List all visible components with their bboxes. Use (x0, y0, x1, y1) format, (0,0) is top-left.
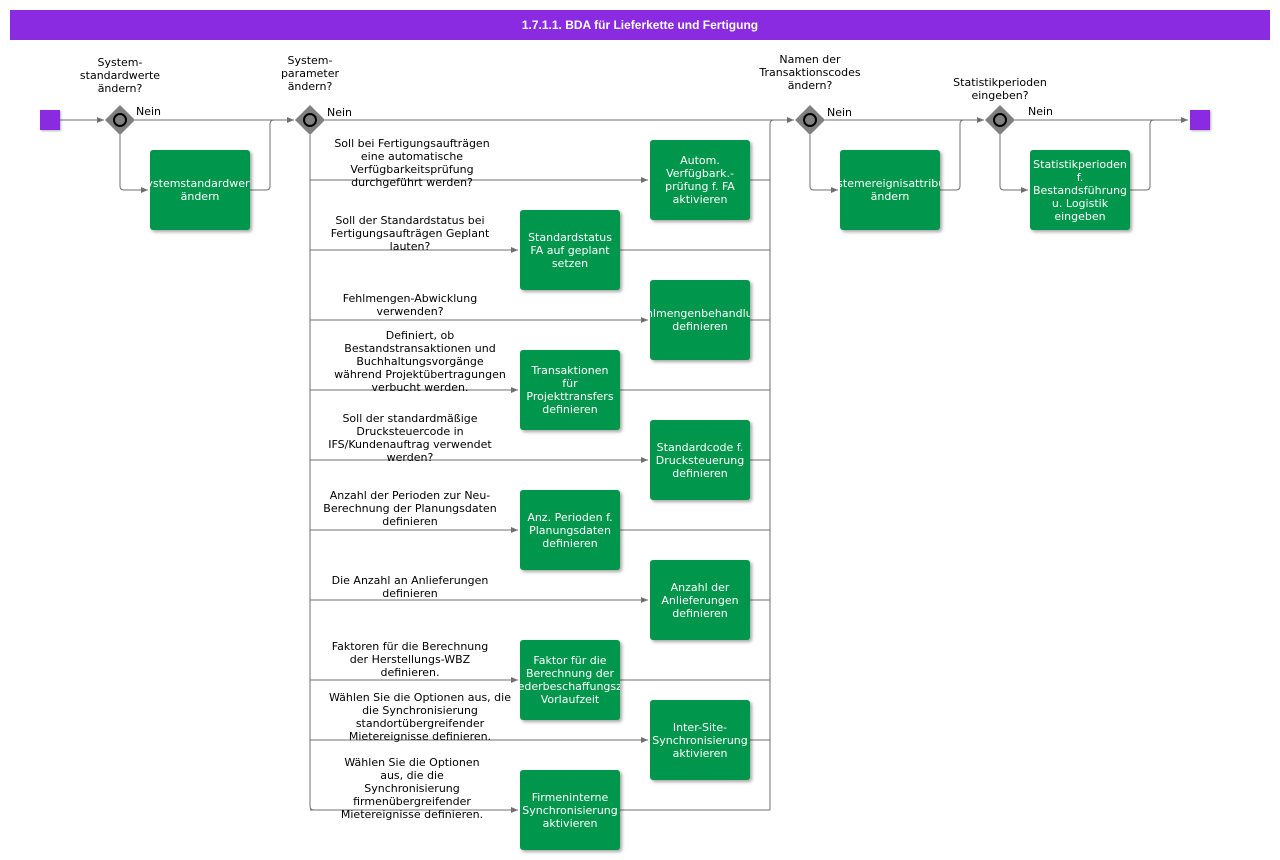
task-faktor-wiederbeschaffungszeit[interactable]: Faktor für die Berechnung der Wiederbesc… (520, 640, 620, 720)
flow-task-ereignis-return (940, 119, 965, 191)
task-standardcode-drucksteuerung[interactable]: Standardcode f. Drucksteuerung definiere… (650, 420, 750, 500)
task-fehlmengenbehandlung[interactable]: Fehlmengenbehandlung definieren (650, 280, 750, 360)
gateway-4-no-label: Nein (1028, 105, 1054, 118)
gateway-3-icon (795, 105, 825, 135)
gateway-2-no-label: Nein (327, 106, 353, 119)
flow-params-return-trunk (769, 119, 775, 810)
gateway-1-icon (105, 105, 135, 135)
gateway-2-question: System- parameter ändern? (280, 54, 340, 93)
question-herstellungs-wbz: Faktoren für die Berechnung der Herstell… (331, 640, 489, 679)
gateway-3-no-label: Nein (827, 106, 853, 119)
question-drucksteuercode: Soll der standardmäßige Drucksteuercode … (328, 412, 492, 464)
task-transaktionen-projekttransfers[interactable]: Transaktionen für Projekttransfers defin… (520, 350, 620, 430)
question-firmenuebergreifend: Wählen Sie die Optionen aus, die die Syn… (340, 756, 484, 821)
flow-gw3-yes (809, 135, 838, 193)
gateway-2-icon (295, 105, 325, 135)
diagram-title: 1.7.1.1. BDA für Lieferkette und Fertigu… (10, 10, 1270, 40)
question-projekttransfers: Definiert, ob Bestandstransaktionen und … (334, 329, 506, 394)
task-statistikperioden[interactable]: Statistikperioden f. Bestandsführung u. … (1030, 150, 1130, 230)
start-event (40, 110, 60, 130)
task-anz-perioden-planungsdaten[interactable]: Anz. Perioden f. Planungsdaten definiere… (520, 490, 620, 570)
question-fehlmengen: Fehlmengen-Abwicklung verwenden? (342, 292, 478, 318)
flow-gw1-yes (119, 135, 148, 193)
end-event (1190, 110, 1210, 130)
gateway-1-question: System- standardwerte ändern? (79, 56, 161, 95)
flow-task-statistik-return (1130, 119, 1155, 191)
gateway-4-question: Statistikperioden eingeben? (953, 76, 1047, 102)
gateway-3-question: Namen der Transaktionscodes ändern? (759, 53, 861, 92)
flow-gw4-yes (999, 135, 1028, 193)
question-planungsdaten: Anzahl der Perioden zur Neu- Berechnung … (323, 489, 497, 528)
gateway-1-no-label: Nein (136, 105, 162, 118)
task-firmeninterne-synchronisierung[interactable]: Firmeninterne Synchronisierung aktiviere… (520, 770, 620, 850)
question-standortuebergreifend: Wählen Sie die Optionen aus, die die Syn… (329, 691, 511, 743)
question-verfuegbarkeitspruefung: Soll bei Fertigungsaufträgen eine automa… (334, 137, 490, 189)
flow-task1-return (250, 119, 275, 191)
task-autom-verfuegbarkeitspruefung[interactable]: Autom. Verfügbark.- prüfung f. FA aktivi… (650, 140, 750, 220)
task-standardstatus-fa[interactable]: Standardstatus FA auf geplant setzen (520, 210, 620, 290)
question-standardstatus: Soll der Standardstatus bei Fertigungsau… (330, 214, 490, 253)
task-systemereignisattribute[interactable]: Systemereignisattribute ändern (840, 150, 940, 230)
question-anlieferungen: Die Anzahl an Anlieferungen definieren (331, 574, 489, 600)
task-systemstandardwerte[interactable]: Systemstandardwerte ändern (150, 150, 250, 230)
task-anzahl-anlieferungen[interactable]: Anzahl der Anlieferungen definieren (650, 560, 750, 640)
gateway-4-icon (985, 105, 1015, 135)
task-inter-site-synchronisierung[interactable]: Inter-Site- Synchronisierung aktivieren (650, 700, 750, 780)
